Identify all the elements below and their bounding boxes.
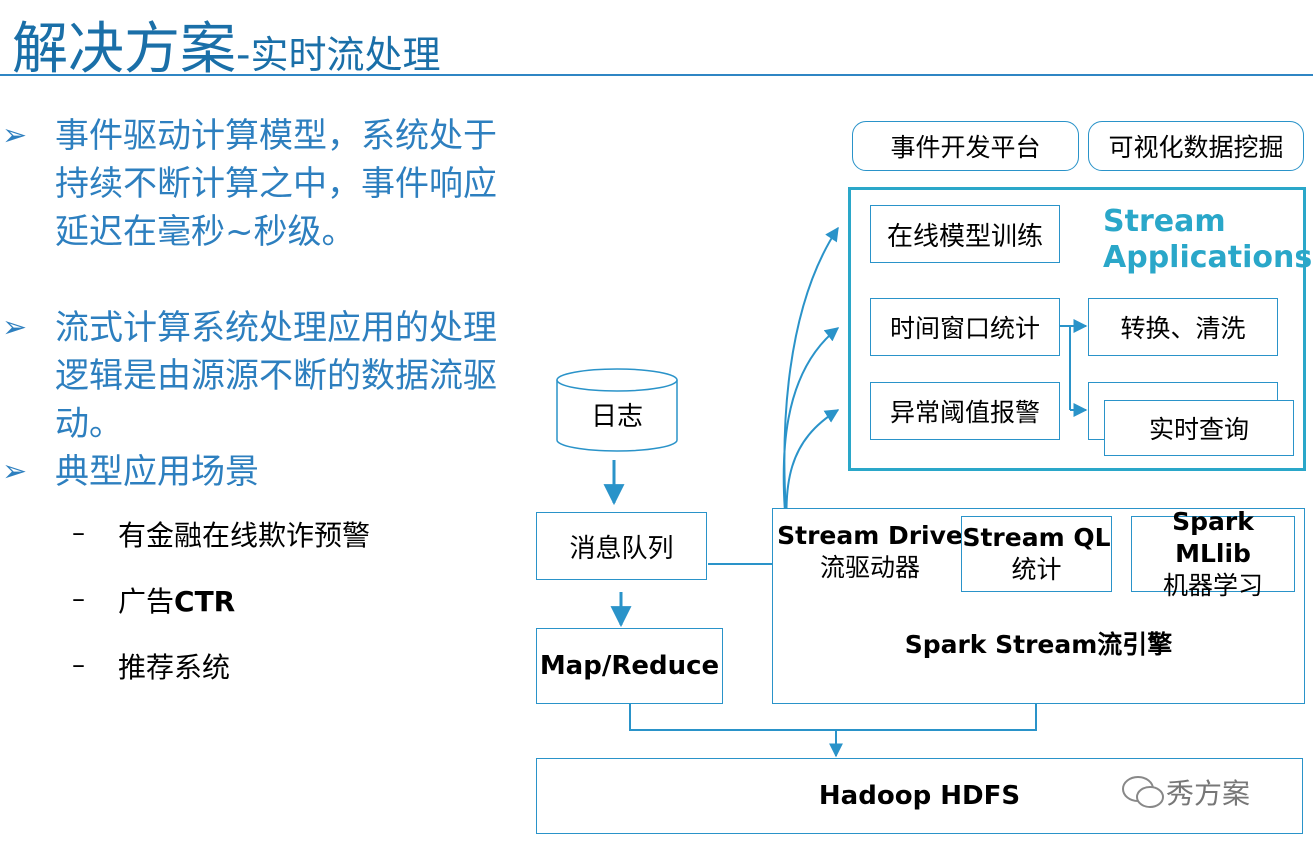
event-platform-box: 事件开发平台 (852, 121, 1079, 171)
spark-mllib-subtitle: 机器学习 (1162, 571, 1263, 600)
message-queue-box: 消息队列 (536, 512, 707, 580)
sub-dash: – (72, 584, 85, 614)
stream-drive-block: Stream Drive 流驱动器 (776, 520, 964, 584)
visual-mining-box: 可视化数据挖掘 (1088, 121, 1304, 171)
spark-mllib-box: Spark MLlib 机器学习 (1131, 507, 1295, 600)
hdfs-label: Hadoop HDFS (818, 781, 1021, 811)
bullet-item-1: 事件驱动计算模型，系统处于持续不断计算之中，事件响应延迟在毫秒~秒级。 (55, 116, 497, 252)
page-title: 解决方案-实时流处理 (12, 4, 440, 85)
title-sub: 实时流处理 (250, 33, 441, 77)
sub-dash: – (72, 650, 85, 680)
stream-drive-subtitle: 流驱动器 (819, 553, 920, 582)
transform-clean-box: 转换、清洗 (1088, 298, 1278, 356)
sub-item-ads-text: 广告 (118, 585, 175, 618)
message-queue-label: 消息队列 (569, 533, 674, 564)
watermark: 秀方案 (1120, 772, 1280, 812)
bullet-item-3: 典型应用场景 (55, 452, 259, 492)
bullet-item-2: 流式计算系统处理应用的处理逻辑是由源源不断的数据流驱动。 (55, 308, 497, 444)
stream-applications-line1: Stream (1103, 204, 1226, 239)
bullet-arrow-icon: ➢ (2, 454, 28, 489)
sub-dash: – (72, 518, 85, 548)
visual-mining-label: 可视化数据挖掘 (1108, 133, 1284, 162)
wechat-icon (1122, 776, 1164, 808)
sub-item-recommend: 推荐系统 (118, 651, 231, 684)
transform-clean-label: 转换、清洗 (1120, 314, 1246, 343)
online-training-box: 在线模型训练 (870, 205, 1060, 263)
sub-item-ads-ctr: CTR (174, 585, 236, 618)
anomaly-alert-label: 异常阈值报警 (889, 398, 1040, 427)
stream-drive-title: Stream Drive (777, 521, 963, 550)
realtime-query-label: 实时查询 (1148, 415, 1249, 444)
line-merge-hdfs (629, 704, 1037, 731)
title-underline (0, 74, 1313, 76)
sub-item-fraud: 有金融在线欺诈预警 (118, 519, 371, 552)
stream-ql-title: Stream QL (962, 523, 1111, 552)
stream-ql-box: Stream QL 统计 (961, 516, 1112, 592)
event-platform-label: 事件开发平台 (890, 133, 1041, 162)
online-training-label: 在线模型训练 (886, 221, 1043, 252)
sub-item-ads: 广告CTR (118, 580, 235, 620)
title-main: 解决方案 (12, 17, 236, 82)
watermark-text: 秀方案 (1166, 777, 1251, 810)
title-dash: - (236, 32, 251, 78)
bullet-arrow-icon: ➢ (2, 310, 28, 345)
stream-applications-frame (848, 187, 1306, 471)
stream-applications-label: Stream Applications (1103, 204, 1312, 276)
log-label: 日志 (590, 402, 643, 432)
spark-mllib-title: Spark MLlib (1172, 507, 1254, 568)
mapreduce-box: Map/Reduce (536, 628, 723, 704)
mapreduce-label: Map/Reduce (539, 651, 720, 681)
realtime-query-box: 实时查询 (1104, 400, 1294, 456)
hdfs-box: Hadoop HDFS (536, 758, 1303, 834)
spark-stream-label: Spark Stream流引擎 (904, 630, 1173, 659)
arrow-to-online-training (783, 226, 839, 561)
time-window-label: 时间窗口统计 (889, 314, 1040, 343)
anomaly-alert-box: 异常阈值报警 (870, 382, 1060, 440)
bullet-arrow-icon: ➢ (2, 118, 28, 153)
stream-ql-subtitle: 统计 (1011, 555, 1062, 584)
time-window-box: 时间窗口统计 (870, 298, 1060, 356)
stream-applications-line2: Applications (1103, 240, 1313, 275)
